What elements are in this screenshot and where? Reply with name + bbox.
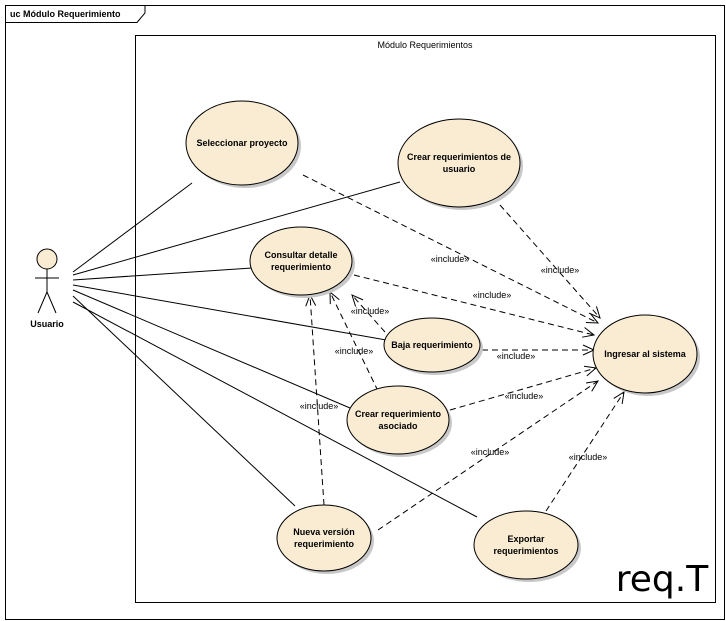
system-boundary-title: Módulo Requerimientos (377, 40, 473, 50)
use-case-ellipse (249, 226, 353, 296)
associations (72, 181, 478, 518)
include-line (302, 174, 599, 324)
actor-right-leg (46, 291, 57, 314)
use-case-label: Crear requerimiento (355, 409, 442, 419)
use-case-label: Consultar detalle (264, 250, 337, 260)
use-case-exportar[interactable]: Exportar requerimientos (473, 510, 581, 582)
use-case-ellipse (473, 510, 579, 580)
include-relation[interactable]: «include» (499, 204, 601, 319)
use-case-ellipse (185, 100, 299, 186)
include-label: «include» (431, 254, 470, 264)
arrowhead (351, 294, 364, 307)
use-case-label: Crear requerimientos de (407, 152, 511, 162)
use-case-consultar[interactable]: Consultar detalle requerimiento (249, 226, 355, 298)
association-line (72, 289, 351, 409)
use-case-seleccionar[interactable]: Seleccionar proyecto (185, 100, 301, 188)
include-relation[interactable]: «include» (302, 174, 600, 324)
use-case-nueva-version[interactable]: Nueva versión requerimiento (276, 504, 374, 574)
use-case-ellipse (397, 118, 521, 208)
use-case-label: requerimientos (493, 546, 558, 556)
include-line (449, 367, 597, 411)
association-line (72, 295, 296, 507)
actor-left-leg (37, 291, 48, 314)
use-case-label: Seleccionar proyecto (196, 138, 288, 148)
include-relation[interactable]: «include» (377, 380, 600, 531)
include-line (309, 294, 325, 506)
include-line (377, 380, 599, 531)
include-line (329, 291, 379, 392)
arrowhead (586, 380, 600, 392)
include-line (351, 294, 386, 333)
arrowhead (582, 327, 596, 338)
include-label: «include» (505, 391, 544, 401)
actor-name: Usuario (30, 319, 64, 329)
use-case-ellipse (592, 314, 698, 394)
include-label: «include» (300, 401, 339, 411)
use-case-crear-req[interactable]: Crear requerimientos de usuario (397, 118, 523, 210)
use-case-label: Exportar (507, 534, 545, 544)
include-line (545, 391, 625, 512)
diagram-frame (5, 5, 725, 620)
association-line (72, 284, 387, 341)
include-label: «include» (335, 346, 374, 356)
arrowhead (585, 313, 600, 324)
include-relation[interactable]: «include» (351, 294, 390, 333)
include-relation[interactable]: «include» (353, 274, 596, 338)
use-case-label: usuario (443, 164, 476, 174)
use-case-ingresar[interactable]: Ingresar al sistema (592, 314, 700, 396)
arrowhead (613, 390, 625, 405)
association-line (72, 267, 253, 281)
use-case-ellipse (383, 317, 481, 373)
arrowhead (588, 306, 601, 319)
use-case-crear-asoc[interactable]: Crear requerimiento asociado (346, 385, 452, 457)
use-case-label: Ingresar al sistema (604, 349, 687, 359)
include-relation[interactable]: «include» (545, 390, 625, 512)
include-label: «include» (497, 351, 536, 361)
use-case-label: Nueva versión (293, 527, 355, 537)
use-case-label: asociado (378, 421, 418, 431)
use-case-label: requerimiento (294, 539, 355, 549)
use-case-ellipse (346, 385, 450, 455)
frame-label-tab (5, 5, 146, 23)
include-label: «include» (569, 452, 608, 462)
include-label: «include» (473, 290, 512, 300)
use-case-baja[interactable]: Baja requerimiento (383, 317, 483, 375)
include-relations: «include» «include» «include» «include» «inc… (300, 174, 625, 531)
association-line (72, 301, 478, 518)
include-line (499, 204, 601, 319)
include-label: «include» (541, 265, 580, 275)
actor-usuario[interactable]: Usuario (30, 248, 64, 329)
include-label: «include» (471, 447, 510, 457)
use-case-ellipse (276, 504, 372, 572)
include-line (353, 274, 595, 336)
association-line (72, 181, 401, 276)
association-line (72, 182, 193, 273)
use-case-label: requerimiento (271, 262, 332, 272)
frame-label: uc Módulo Requerimiento (10, 9, 121, 19)
use-case-label: Baja requerimiento (391, 340, 473, 350)
actor-head (36, 248, 58, 270)
include-label: «include» (351, 306, 390, 316)
req-t-logo: req.T (616, 559, 709, 600)
